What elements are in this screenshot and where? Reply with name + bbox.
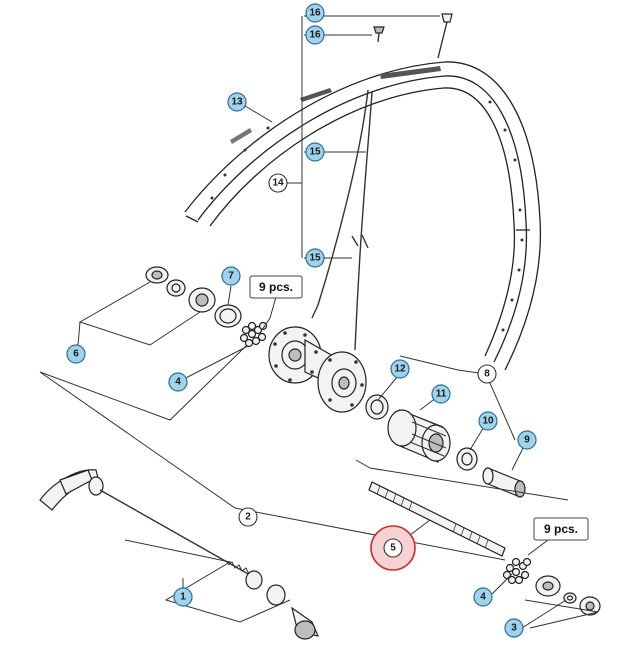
callout-4b: 4	[473, 587, 493, 607]
callout-8: 8	[477, 364, 497, 384]
locknut	[145, 266, 169, 284]
callout-10: 10	[478, 411, 498, 431]
callout-16b: 16	[305, 25, 325, 45]
bearing-balls	[239, 321, 268, 348]
rim-decal	[230, 128, 252, 144]
callout-label: 16	[309, 30, 321, 41]
washer-ring	[365, 394, 389, 420]
callout-label: 3	[511, 623, 517, 634]
quick-release	[39, 469, 320, 640]
callout-4a: 4	[168, 372, 188, 392]
quantity-note-text: 9 pcs.	[259, 280, 293, 294]
callout-7: 7	[221, 266, 241, 286]
callout-15a: 15	[305, 142, 325, 162]
quantity-note-text: 9 pcs.	[544, 522, 578, 536]
callout-12: 12	[390, 359, 410, 379]
sleeve	[482, 467, 526, 498]
callout-label: 7	[228, 271, 234, 282]
rim-decal	[380, 66, 441, 79]
bearing-balls-right	[502, 557, 532, 585]
callout-label: 1	[180, 592, 186, 603]
spokes	[311, 89, 373, 351]
quantity-note-2: 9 pcs.	[533, 517, 589, 541]
callout-label: 6	[73, 349, 79, 360]
callout-label: 16	[309, 8, 321, 19]
callout-label: 4	[175, 377, 181, 388]
callout-label: 15	[309, 147, 321, 158]
callout-5-highlighted: 5	[370, 525, 416, 571]
hub-axle	[368, 481, 506, 557]
callout-label: 13	[231, 97, 243, 108]
callout-16a: 16	[305, 3, 325, 23]
spacer-ring	[456, 447, 478, 471]
front-hub-parts	[145, 266, 526, 498]
callout-13: 13	[227, 92, 247, 112]
callout-14: 14	[268, 173, 288, 193]
callout-11: 11	[431, 384, 451, 404]
callout-3: 3	[504, 618, 524, 638]
right-locknut	[579, 596, 601, 616]
qr-spring	[227, 561, 250, 575]
callout-label: 8	[484, 369, 490, 380]
rim	[184, 61, 542, 371]
callout-label: 2	[245, 512, 251, 523]
callout-label: 9	[524, 435, 530, 446]
right-washer	[563, 592, 577, 604]
callout-label: 4	[480, 592, 486, 603]
valve	[437, 13, 453, 59]
callout-label: 11	[436, 389, 447, 400]
right-cone	[535, 575, 561, 597]
callout-9: 9	[517, 430, 537, 450]
right-side-parts	[502, 557, 601, 616]
dust-cap	[188, 287, 216, 313]
callout-2: 2	[238, 507, 258, 527]
callout-1: 1	[173, 587, 193, 607]
leader-lines	[39, 15, 599, 629]
rim-decal	[300, 88, 332, 102]
callout-label: 5	[390, 543, 396, 554]
quantity-note-1: 9 pcs.	[249, 275, 303, 299]
callout-label: 10	[482, 416, 494, 427]
spoke-nipple	[373, 26, 385, 43]
seal-ring	[214, 304, 242, 328]
callout-label: 12	[394, 364, 406, 375]
hub-body	[268, 326, 367, 413]
callout-15b: 15	[305, 248, 325, 268]
callout-6: 6	[66, 344, 86, 364]
callout-label: 15	[309, 253, 321, 264]
freehub-body	[387, 409, 451, 463]
callout-label: 14	[272, 178, 284, 189]
cone	[166, 279, 186, 297]
